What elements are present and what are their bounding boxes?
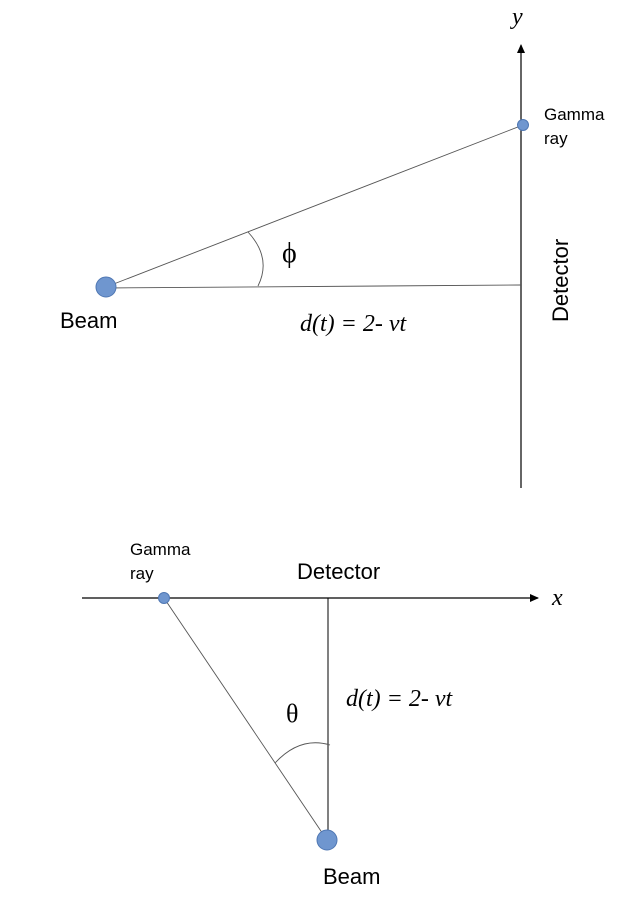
- beam-point: [95, 276, 117, 298]
- bottom-diagram: x θ Gamma ray Detector d(t) = 2- vt Beam: [82, 540, 563, 889]
- theta-angle-arc: [274, 742, 331, 764]
- gamma-ray-point: [517, 119, 529, 131]
- gamma-ray-label-line1: Gamma: [130, 540, 191, 559]
- beam-label: Beam: [323, 864, 380, 889]
- gamma-ray-label-line2: ray: [544, 129, 568, 148]
- distance-formula: d(t) = 2- vt: [300, 311, 407, 337]
- phi-symbol: ϕ: [282, 238, 297, 269]
- gamma-to-beam-line: [163, 597, 328, 841]
- distance-formula: d(t) = 2- vt: [346, 686, 453, 712]
- detector-label: Detector: [297, 559, 380, 584]
- beam-point: [316, 829, 338, 851]
- x-axis-label: x: [551, 585, 563, 611]
- gamma-ray-label-line1: Gamma: [544, 105, 605, 124]
- gamma-ray-point: [158, 592, 170, 604]
- phi-angle-arc: [247, 231, 264, 287]
- beam-label: Beam: [60, 308, 117, 333]
- gamma-ray-label-line2: ray: [130, 564, 154, 583]
- beam-to-gamma-line: [105, 124, 524, 288]
- beam-to-detector-line: [105, 284, 522, 289]
- y-axis-label: y: [510, 4, 523, 30]
- theta-symbol: θ: [286, 699, 298, 728]
- detector-label: Detector: [548, 239, 573, 322]
- top-diagram: y ϕ Gamma ray Detector Beam d(t) = 2- vt: [60, 4, 605, 488]
